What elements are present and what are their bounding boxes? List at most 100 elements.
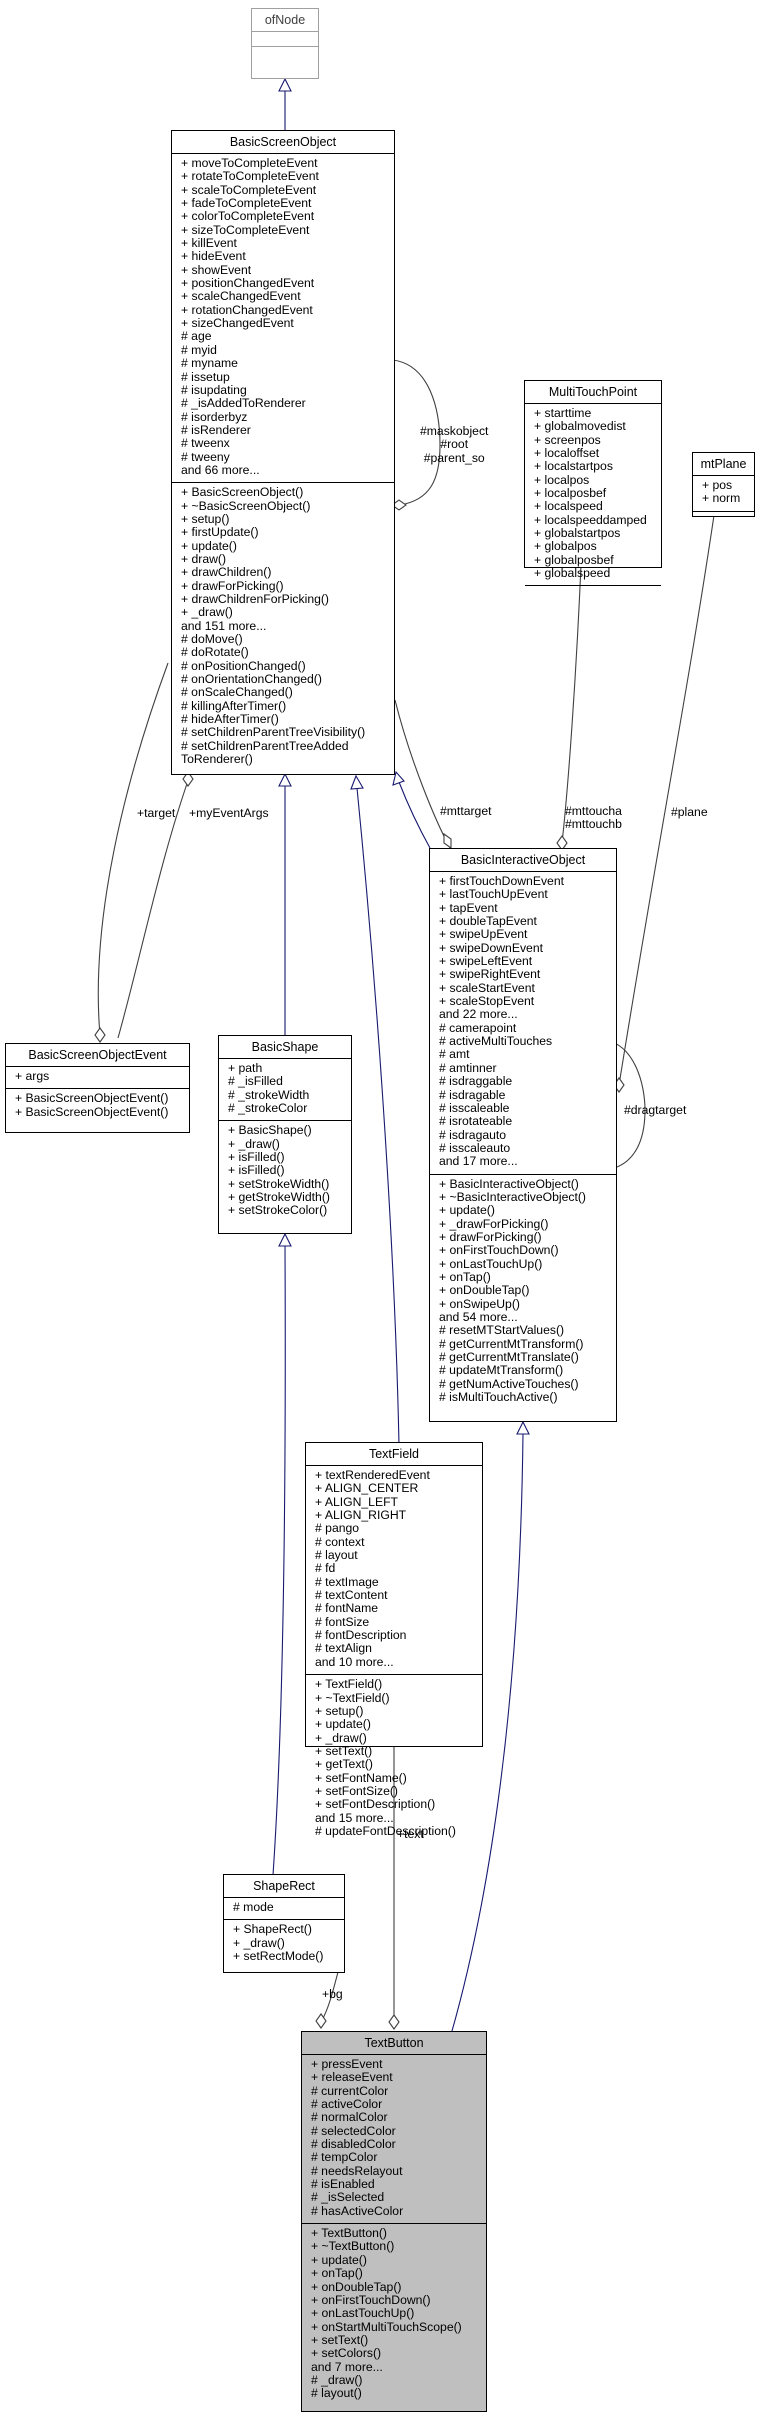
member[interactable]: # isdragauto	[439, 1127, 507, 1142]
member[interactable]: + isFilled()	[228, 1150, 285, 1165]
member[interactable]: + localposbef	[534, 486, 607, 501]
member[interactable]: + BasicScreenObject()	[181, 485, 304, 500]
member[interactable]: + draw()	[181, 551, 227, 566]
member[interactable]: + localpos	[534, 472, 590, 487]
member[interactable]: + screenpos	[534, 432, 601, 447]
member[interactable]: + onTap()	[311, 2266, 363, 2281]
member[interactable]: + globalstartpos	[534, 526, 621, 541]
member[interactable]: # isdraggable	[439, 1074, 513, 1089]
member[interactable]: # setChildrenParentTreeVisibility()	[181, 725, 366, 740]
member[interactable]: + sizeToCompleteEvent	[181, 222, 310, 237]
member[interactable]: # updateFontDescription()	[315, 1823, 456, 1838]
member[interactable]: + onStartMultiTouchScope()	[311, 2319, 462, 2334]
member[interactable]: + update()	[311, 2252, 367, 2267]
member[interactable]: # isscaleable	[439, 1100, 510, 1115]
member[interactable]: # isupdating	[181, 382, 247, 397]
member[interactable]: # updateMtTransform()	[439, 1363, 564, 1378]
member[interactable]: + sizeChangedEvent	[181, 316, 294, 331]
member[interactable]: # camerapoint	[439, 1020, 517, 1035]
member[interactable]: # pango	[315, 1521, 360, 1536]
member[interactable]: + onSwipeUp()	[439, 1296, 520, 1311]
member[interactable]: + setup()	[315, 1703, 364, 1718]
member[interactable]: + onLastTouchUp()	[311, 2306, 415, 2321]
member[interactable]: # fd	[315, 1561, 336, 1576]
member[interactable]: + localspeeddamped	[534, 512, 647, 527]
member[interactable]: + drawForPicking()	[439, 1229, 542, 1244]
member[interactable]: + BasicInteractiveObject()	[439, 1176, 579, 1191]
member[interactable]: # onScaleChanged()	[181, 685, 293, 700]
member[interactable]: # amtinner	[439, 1060, 497, 1075]
member[interactable]: # getNumActiveTouches()	[439, 1376, 579, 1391]
member[interactable]: + ALIGN_LEFT	[315, 1494, 398, 1509]
member[interactable]: + scaleStartEvent	[439, 980, 535, 995]
member[interactable]: + setRectMode()	[233, 1949, 324, 1964]
member[interactable]: + textRenderedEvent	[315, 1468, 430, 1482]
member[interactable]: # tweeny	[181, 449, 230, 464]
member[interactable]: + pos	[702, 478, 733, 492]
member[interactable]: + getStrokeWidth()	[228, 1190, 330, 1205]
member[interactable]: + swipeDownEvent	[439, 940, 543, 955]
member[interactable]: + firstTouchDownEvent	[439, 874, 564, 888]
member[interactable]: # layout	[315, 1548, 358, 1563]
member[interactable]: # myid	[181, 342, 217, 357]
member[interactable]: + rotateToCompleteEvent	[181, 169, 319, 184]
member[interactable]: and 15 more...	[315, 1810, 394, 1825]
member[interactable]: + scaleChangedEvent	[181, 289, 301, 304]
member[interactable]: # tweenx	[181, 436, 230, 451]
member[interactable]: + hideEvent	[181, 249, 246, 264]
member[interactable]: # _isFilled	[228, 1074, 283, 1089]
member[interactable]: # isrotateable	[439, 1114, 513, 1129]
class-textbutton[interactable]: TextButton + pressEvent+ releaseEvent# c…	[301, 2031, 487, 2412]
member[interactable]: + onDoubleTap()	[311, 2279, 402, 2294]
member[interactable]: + TextField()	[315, 1677, 383, 1692]
member[interactable]: + _draw()	[181, 605, 233, 620]
member[interactable]: + starttime	[534, 406, 592, 420]
class-ofnode[interactable]: ofNode	[251, 8, 319, 79]
member[interactable]: # textImage	[315, 1574, 379, 1589]
class-mtplane[interactable]: mtPlane + pos+ norm	[692, 452, 755, 517]
member[interactable]: + update()	[439, 1203, 495, 1218]
member[interactable]: + BasicScreenObjectEvent()	[15, 1104, 169, 1119]
member[interactable]: # textContent	[315, 1588, 388, 1603]
member[interactable]: # amt	[439, 1047, 470, 1062]
member[interactable]: + doubleTapEvent	[439, 914, 537, 929]
member[interactable]: + swipeUpEvent	[439, 927, 528, 942]
member[interactable]: + releaseEvent	[311, 2070, 393, 2085]
member[interactable]: # age	[181, 329, 212, 344]
member[interactable]: + swipeLeftEvent	[439, 954, 533, 969]
member[interactable]: + ~BasicInteractiveObject()	[439, 1189, 586, 1204]
member[interactable]: + globalspeed	[534, 566, 611, 581]
member[interactable]: + fadeToCompleteEvent	[181, 196, 312, 211]
member[interactable]: + localstartpos	[534, 459, 613, 474]
member[interactable]: # needsRelayout	[311, 2163, 403, 2178]
member[interactable]: + path	[228, 1061, 263, 1075]
member[interactable]: + showEvent	[181, 262, 252, 277]
member[interactable]: + onTap()	[439, 1269, 491, 1284]
member[interactable]: # mode	[233, 1900, 274, 1914]
member[interactable]: # _strokeColor	[228, 1101, 308, 1116]
member[interactable]: + firstUpdate()	[181, 525, 259, 540]
member[interactable]: + setStrokeWidth()	[228, 1176, 330, 1191]
member[interactable]: # _isAddedToRenderer	[181, 396, 306, 411]
member[interactable]: # doRotate()	[181, 645, 249, 660]
member[interactable]: + getText()	[315, 1757, 373, 1772]
member[interactable]: # selectedColor	[311, 2123, 396, 2138]
member[interactable]: # fontName	[315, 1601, 379, 1616]
member[interactable]: + positionChangedEvent	[181, 276, 315, 291]
member[interactable]: # activeColor	[311, 2097, 383, 2112]
member[interactable]: and 17 more...	[439, 1154, 518, 1169]
member[interactable]: + drawChildrenForPicking()	[181, 592, 329, 606]
member[interactable]: + onFirstTouchDown()	[311, 2292, 431, 2307]
member[interactable]: + BasicScreenObjectEvent()	[15, 1091, 169, 1106]
member[interactable]: + setStrokeColor()	[228, 1203, 328, 1218]
member[interactable]: # textAlign	[315, 1641, 372, 1656]
member[interactable]: + moveToCompleteEvent	[181, 156, 318, 170]
member[interactable]: + setup()	[181, 511, 230, 526]
member[interactable]: # isEnabled	[311, 2177, 375, 2192]
member[interactable]: # layout()	[311, 2386, 362, 2401]
member[interactable]: + drawForPicking()	[181, 578, 284, 593]
member[interactable]: + localspeed	[534, 499, 603, 514]
member[interactable]: + colorToCompleteEvent	[181, 209, 315, 224]
member[interactable]: + _draw()	[233, 1935, 285, 1950]
member[interactable]: + tapEvent	[439, 900, 498, 915]
